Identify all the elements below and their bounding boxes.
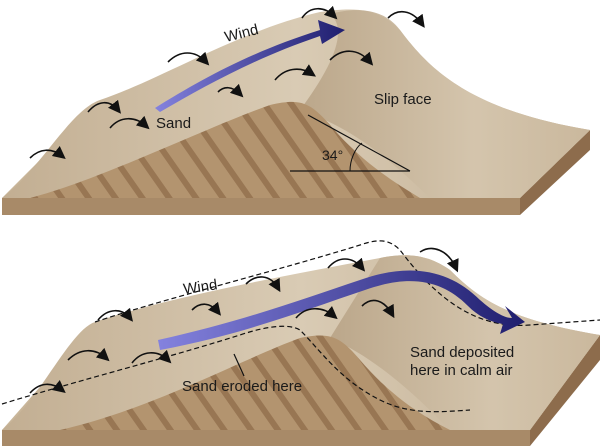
deposited-label-line1: Sand deposited xyxy=(410,344,514,361)
eroded-pointer xyxy=(233,353,245,377)
top-strata-section xyxy=(30,101,420,198)
bottom-wind-arrow xyxy=(158,270,525,350)
top-block-side xyxy=(520,130,590,215)
bottom-saltation-arrows xyxy=(29,247,459,394)
deposited-label-line2: here in calm air xyxy=(410,362,513,379)
top-sand-label: Sand xyxy=(156,115,191,132)
bottom-dune-panel: Wind Sand eroded here Sand deposited her… xyxy=(1,240,601,446)
bottom-block-side xyxy=(530,335,600,446)
top-dune-panel: Wind Sand Slip face 34° xyxy=(2,5,590,215)
eroded-label: Sand eroded here xyxy=(182,378,302,395)
bottom-strata-section xyxy=(60,335,450,430)
top-block-front xyxy=(2,198,520,215)
bottom-block-front xyxy=(2,430,530,446)
slip-face-label: Slip face xyxy=(374,91,432,108)
bottom-wind-label: Wind xyxy=(182,276,218,298)
top-wind-arrow xyxy=(155,20,345,112)
angle-label: 34° xyxy=(322,147,343,163)
original-dune-outline xyxy=(1,240,601,413)
bottom-deposit-face xyxy=(330,255,600,430)
top-saltation-arrows xyxy=(29,5,425,159)
angle-indicator xyxy=(290,114,411,172)
